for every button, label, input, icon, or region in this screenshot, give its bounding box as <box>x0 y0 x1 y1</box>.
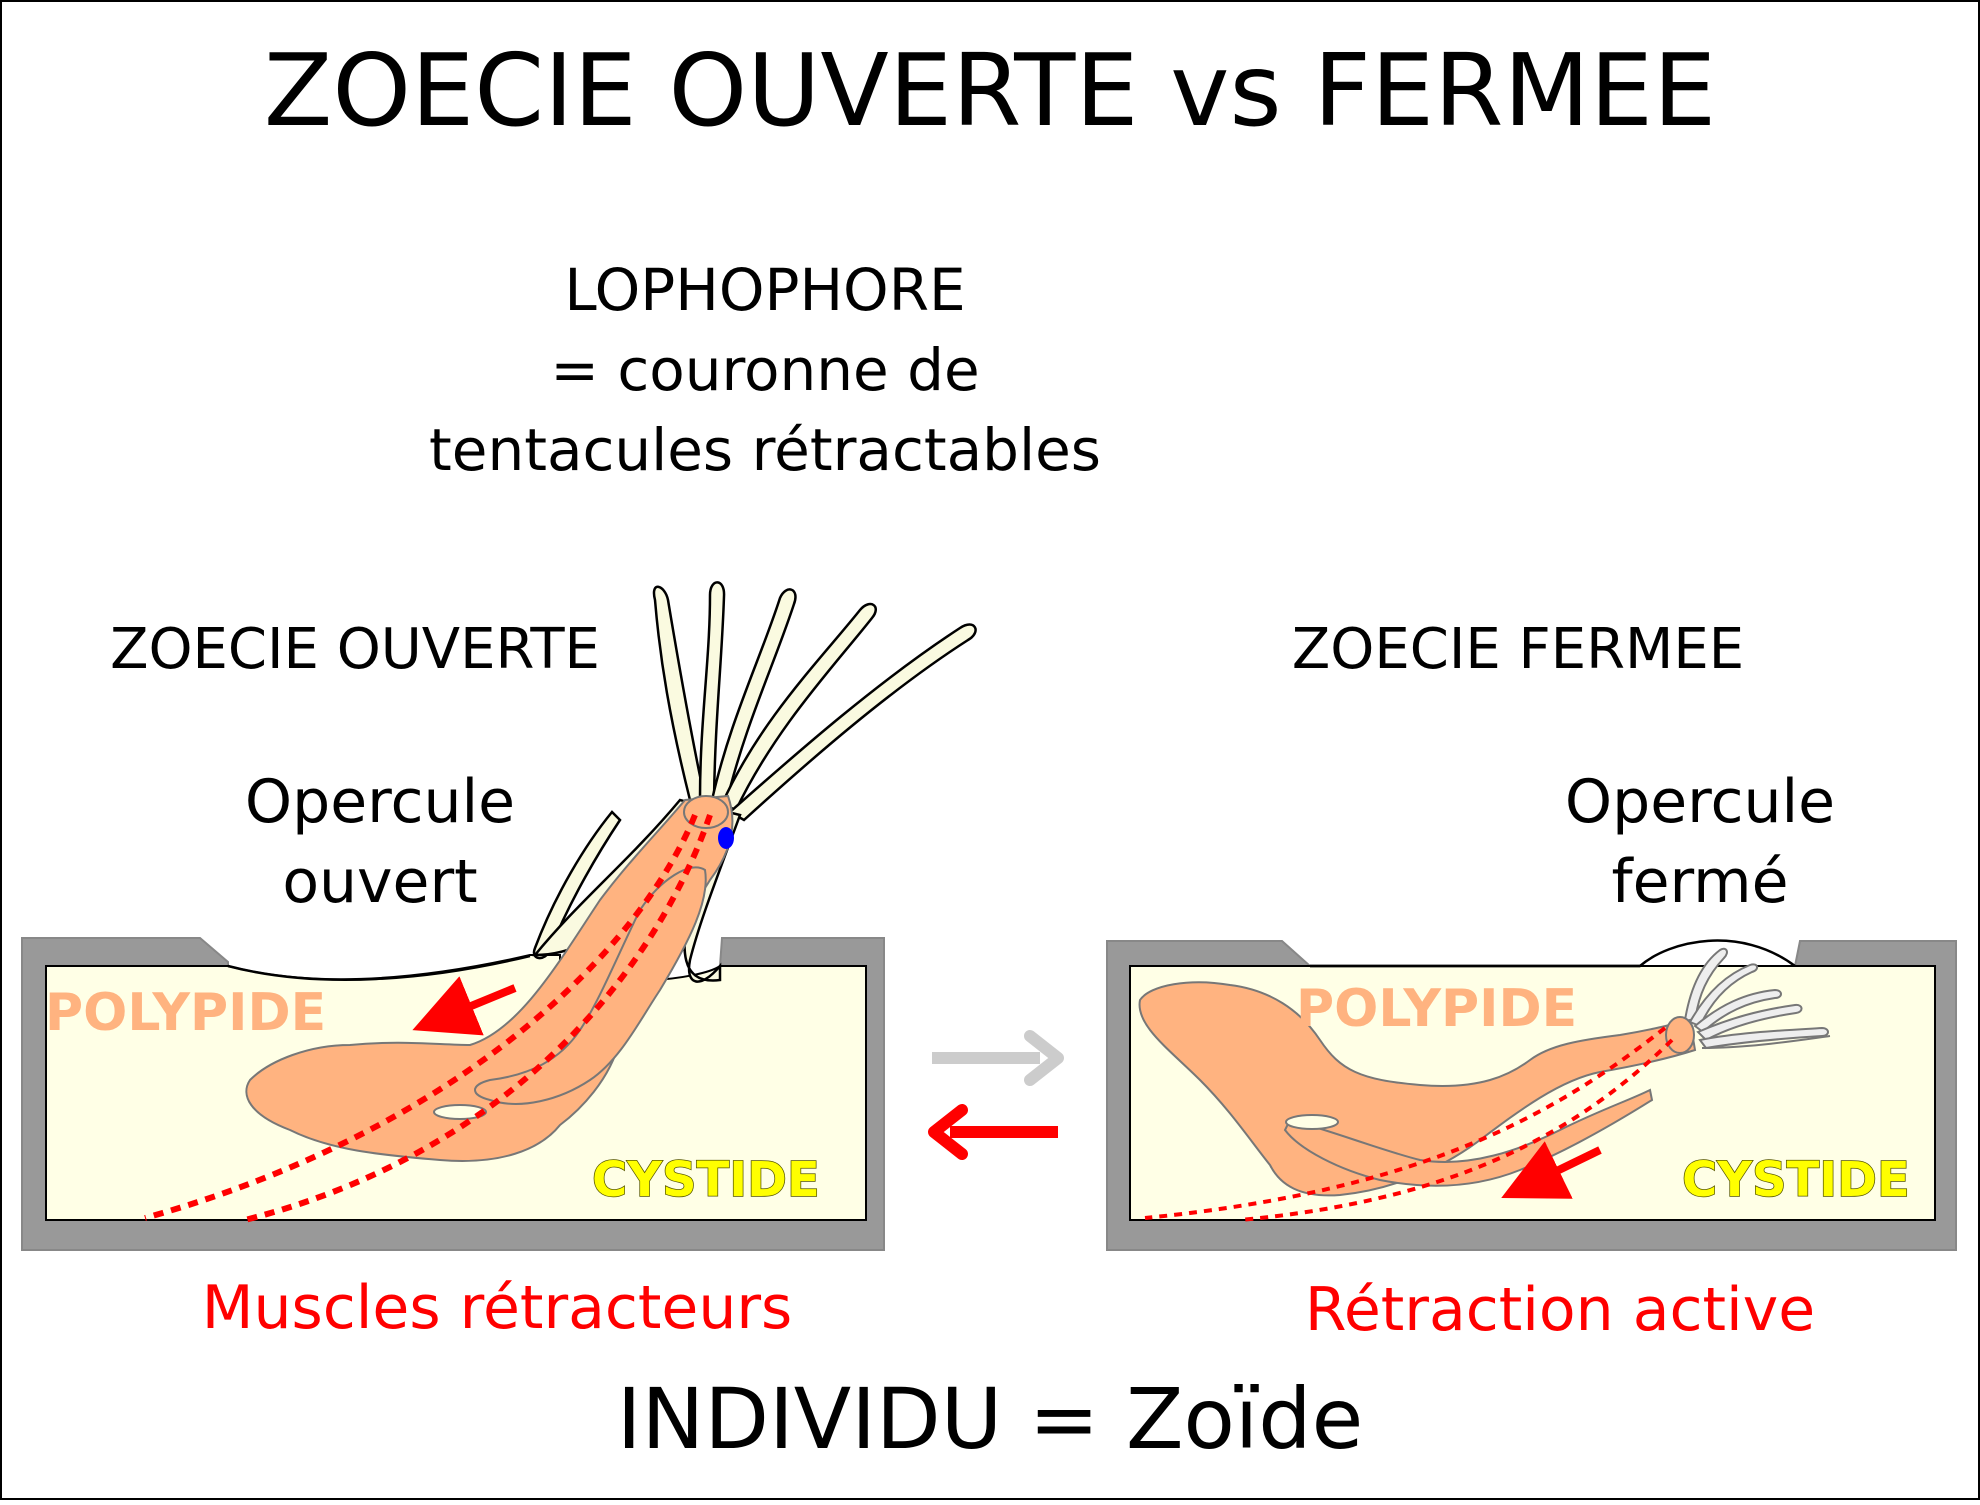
lophophore-line-1: LOPHOPHORE <box>564 256 965 324</box>
backward-arrow-head <box>928 1104 968 1160</box>
left-ganglion <box>718 827 734 849</box>
right-polypide-gut <box>1283 1088 1654 1187</box>
right-panel-zoecie-fermee: ZOECIE FERMEE Opercule fermé POLYPIDE <box>1106 617 1957 1345</box>
right-polypide-label: POLYPIDE <box>1296 979 1577 1039</box>
left-heading: ZOECIE OUVERTE <box>110 617 600 682</box>
right-lophophore-base <box>1665 1016 1695 1054</box>
forward-arrow-head <box>1024 1030 1064 1086</box>
left-gut-gap <box>433 1104 487 1120</box>
left-retraction-arrow <box>412 976 517 1036</box>
footer-label: INDIVIDU = Zoïde <box>617 1370 1364 1468</box>
right-gut-gap <box>1285 1114 1339 1130</box>
left-lophophore-tentacles <box>532 581 977 960</box>
right-caption: Rétraction active <box>1305 1275 1815 1345</box>
left-muscle-2 <box>244 814 713 1223</box>
lophophore-line-2: = couronne de <box>550 336 979 404</box>
right-opercule-line-1: Opercule <box>1565 767 1835 837</box>
left-opercule-line-2: ouvert <box>282 847 477 917</box>
left-cystide-label: CYSTIDE <box>592 1152 820 1208</box>
right-muscle-1 <box>1144 1026 1667 1220</box>
left-polypide-label: POLYPIDE <box>45 983 326 1043</box>
right-retracted-tentacles <box>1683 947 1831 1050</box>
left-opercule-line-1: Opercule <box>245 767 515 837</box>
left-panel-zoecie-ouverte: ZOECIE OUVERTE Opercule ouvert <box>21 581 977 1343</box>
lophophore-line-3: tentacules rétractables <box>429 416 1101 484</box>
right-opercule-closed <box>1310 939 1796 968</box>
right-muscle-2 <box>1239 1038 1674 1222</box>
lophophore-label: LOPHOPHORE = couronne de tentacules rétr… <box>429 256 1101 484</box>
transition-arrows <box>928 1030 1064 1160</box>
right-polypide-body <box>1138 981 1697 1197</box>
right-cystide-label: CYSTIDE <box>1682 1152 1910 1208</box>
left-caption: Muscles rétracteurs <box>202 1273 793 1343</box>
right-retraction-arrow <box>1501 1141 1602 1199</box>
right-opercule-line-2: fermé <box>1611 847 1788 917</box>
left-membrane <box>227 954 531 982</box>
right-heading: ZOECIE FERMEE <box>1292 617 1744 682</box>
page-title: ZOECIE OUVERTE vs FERMEE <box>264 32 1716 149</box>
